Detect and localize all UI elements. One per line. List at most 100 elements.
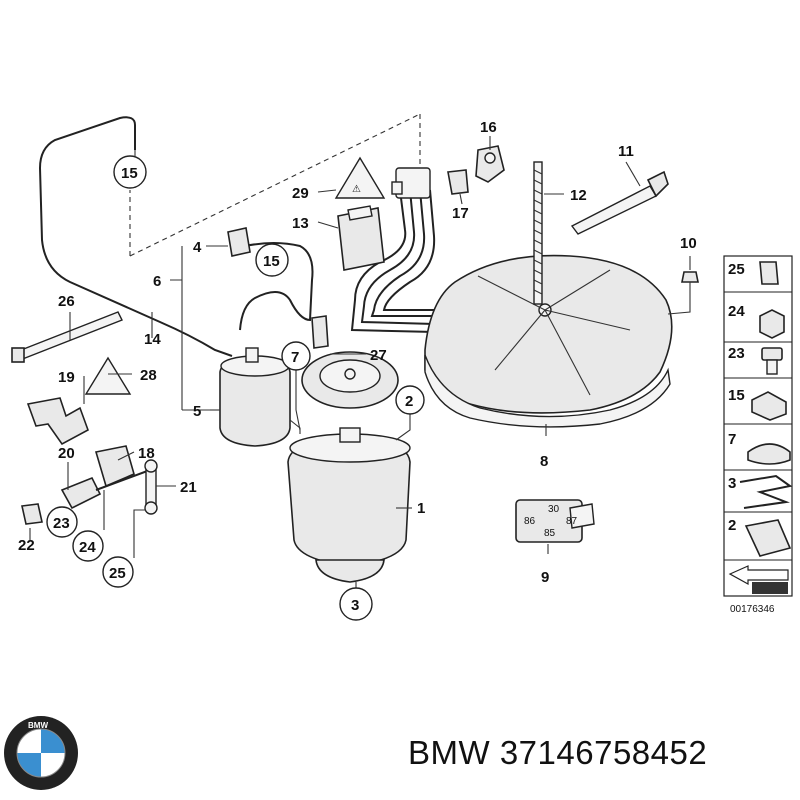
legend-part-15: [751, 391, 787, 421]
callout-21: 21: [180, 479, 197, 496]
legend-item-23: 23: [728, 345, 745, 362]
callout-23: 23: [53, 515, 70, 532]
cable-tie-26: [15, 311, 123, 361]
callout-16: 16: [480, 119, 497, 136]
screw-10: [681, 271, 699, 283]
part-caption: BMW 37146758452: [408, 734, 707, 772]
sensor-lever: [95, 469, 151, 491]
callout-24-circle: [72, 530, 104, 562]
callout-1: 1: [417, 500, 425, 517]
reservoir-5-valve: [245, 347, 259, 363]
caption-part-number: 37146758452: [499, 734, 708, 771]
bracket-19: [26, 397, 89, 446]
harness-b: [360, 189, 436, 325]
callout-24: 24: [79, 539, 96, 556]
callout-7-circle: [281, 341, 311, 371]
callout-15a: 15: [121, 165, 138, 182]
callout-15b-circle: [255, 243, 289, 277]
threaded-rod-12-thread: [533, 169, 543, 295]
cover-8-rim: [424, 354, 671, 428]
caption-brand: BMW: [408, 734, 491, 771]
lead-17: [459, 193, 463, 205]
logo-quadrant-bl: [17, 753, 41, 777]
callout-17: 17: [452, 205, 469, 222]
legend-panel: 25 24 23 15 7 3 2: [723, 255, 793, 597]
callout-9: 9: [541, 569, 549, 586]
hose-4-5: [239, 242, 314, 331]
legend-item-7: 7: [728, 431, 736, 448]
callout-18: 18: [138, 445, 155, 462]
figure-code: 00176346: [730, 604, 775, 615]
sensor-16: [475, 145, 505, 183]
callout-27: 27: [370, 347, 387, 364]
warning-triangle-28-icon: [84, 356, 132, 395]
callout-20: 20: [58, 445, 75, 462]
link-rod-21-bottom: [144, 501, 158, 515]
callout-8: 8: [540, 453, 548, 470]
callout-19: 19: [58, 369, 75, 386]
relay-pin-86: 86: [524, 516, 536, 527]
callout-3: 3: [351, 597, 359, 614]
legend-part-24: [759, 309, 785, 339]
bracket-20: [60, 476, 102, 510]
warning-triangle-glyph: ⚠: [352, 184, 361, 195]
harness-connector-clip: [391, 181, 403, 195]
sensor-16-hole: [484, 152, 496, 164]
bmw-roundel-logo: BMW: [4, 716, 78, 790]
legend-item-2: 2: [728, 517, 736, 534]
lead-25: [133, 509, 146, 558]
logo-lettering: BMW: [28, 721, 48, 730]
direction-arrow-base: [752, 582, 788, 594]
harness-d: [382, 189, 440, 311]
callout-29: 29: [292, 185, 309, 202]
lead-18: [117, 451, 135, 461]
logo-inner-rim: [16, 728, 66, 778]
nut-22: [21, 503, 43, 525]
callout-26: 26: [58, 293, 75, 310]
hose-14: [38, 116, 233, 357]
legend-part-23-shank: [766, 359, 778, 375]
callout-11: 11: [618, 143, 634, 160]
lead-13: [317, 221, 339, 229]
callout-23-circle: [46, 506, 78, 538]
callout-28: 28: [140, 367, 157, 384]
relay-13-top: [347, 205, 373, 221]
callout-6: 6: [153, 273, 161, 290]
fitting-14-end: [311, 315, 329, 349]
air-spring-1-base: [315, 559, 385, 583]
clip-17: [447, 169, 469, 195]
callout-7: 7: [291, 349, 299, 366]
legend-item-24: 24: [728, 303, 745, 320]
threaded-rod-12: [533, 161, 543, 305]
lead-7: [295, 370, 301, 431]
lead-11: [625, 161, 641, 187]
legend-item-3: 3: [728, 475, 736, 492]
callout-12: 12: [570, 187, 587, 204]
warning-triangle-icon: [334, 156, 386, 199]
callout-15b: 15: [263, 253, 280, 270]
callout-4: 4: [193, 239, 202, 256]
legend-item-25: 25: [728, 261, 745, 278]
callout-3-circle: [339, 587, 373, 621]
air-spring-1-stem: [339, 427, 361, 443]
lead-29: [317, 189, 337, 193]
callout-2-circle: [395, 385, 425, 415]
cable-tie-11-head: [646, 170, 669, 198]
harness-c: [370, 189, 435, 317]
legend-part-7: [747, 443, 791, 465]
bracket-6: [170, 246, 214, 411]
mount-27-center: [344, 368, 356, 380]
cover-8-ribs: [477, 269, 631, 396]
fitting-4: [227, 227, 251, 257]
callout-5: 5: [193, 403, 201, 420]
callout-2: 2: [405, 393, 413, 410]
callout-25-circle: [102, 556, 134, 588]
callout-22: 22: [18, 537, 35, 554]
logo-quadrant-tr: [41, 729, 65, 753]
callout-14: 14: [144, 331, 161, 348]
relay-9-tab: [569, 503, 595, 529]
legend-part-25: [759, 261, 779, 285]
callout-25: 25: [109, 565, 126, 582]
legend-item-15: 15: [728, 387, 745, 404]
